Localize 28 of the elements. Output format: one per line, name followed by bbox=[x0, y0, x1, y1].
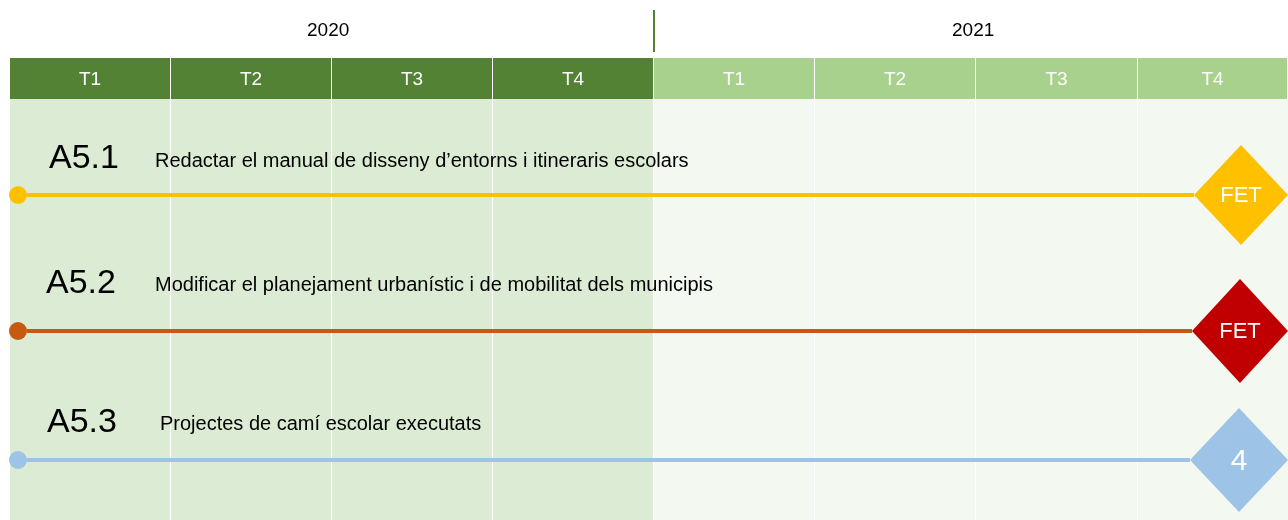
activity-description: Projectes de camí escolar executats bbox=[160, 412, 482, 435]
milestone-status: FET bbox=[1220, 182, 1262, 208]
activity-description: Redactar el manual de disseny d’entorns i itineraris escolars bbox=[155, 149, 689, 172]
milestone-diamond bbox=[1190, 408, 1288, 512]
year-label: 2021 bbox=[952, 19, 995, 41]
timeline-line bbox=[27, 458, 1190, 462]
start-circle bbox=[9, 451, 27, 469]
quarter-header: T1 bbox=[10, 58, 170, 99]
milestone-status: FET bbox=[1219, 318, 1261, 344]
year-label: 2020 bbox=[307, 19, 350, 41]
activity-code: A5.1 bbox=[49, 137, 119, 176]
quarter-header: T4 bbox=[493, 58, 653, 99]
quarter-header: T2 bbox=[171, 58, 331, 99]
activity-code: A5.3 bbox=[47, 401, 117, 440]
quarter-header: T4 bbox=[1138, 58, 1287, 99]
activity-code: A5.2 bbox=[46, 262, 116, 301]
milestone-status: 4 bbox=[1230, 443, 1248, 477]
start-circle bbox=[9, 322, 27, 340]
quarter-header: T3 bbox=[332, 58, 492, 99]
quarter-header: T3 bbox=[976, 58, 1137, 99]
activity-description: Modificar el planejament urbanístic i de mobilitat dels municipis bbox=[155, 273, 714, 296]
quarter-header: T2 bbox=[815, 58, 975, 99]
quarter-header: T1 bbox=[654, 58, 814, 99]
milestone-diamond bbox=[1192, 279, 1288, 383]
timeline-line bbox=[27, 329, 1192, 333]
timeline-line bbox=[27, 193, 1194, 197]
milestone-diamond bbox=[1194, 145, 1288, 245]
start-circle bbox=[9, 186, 27, 204]
